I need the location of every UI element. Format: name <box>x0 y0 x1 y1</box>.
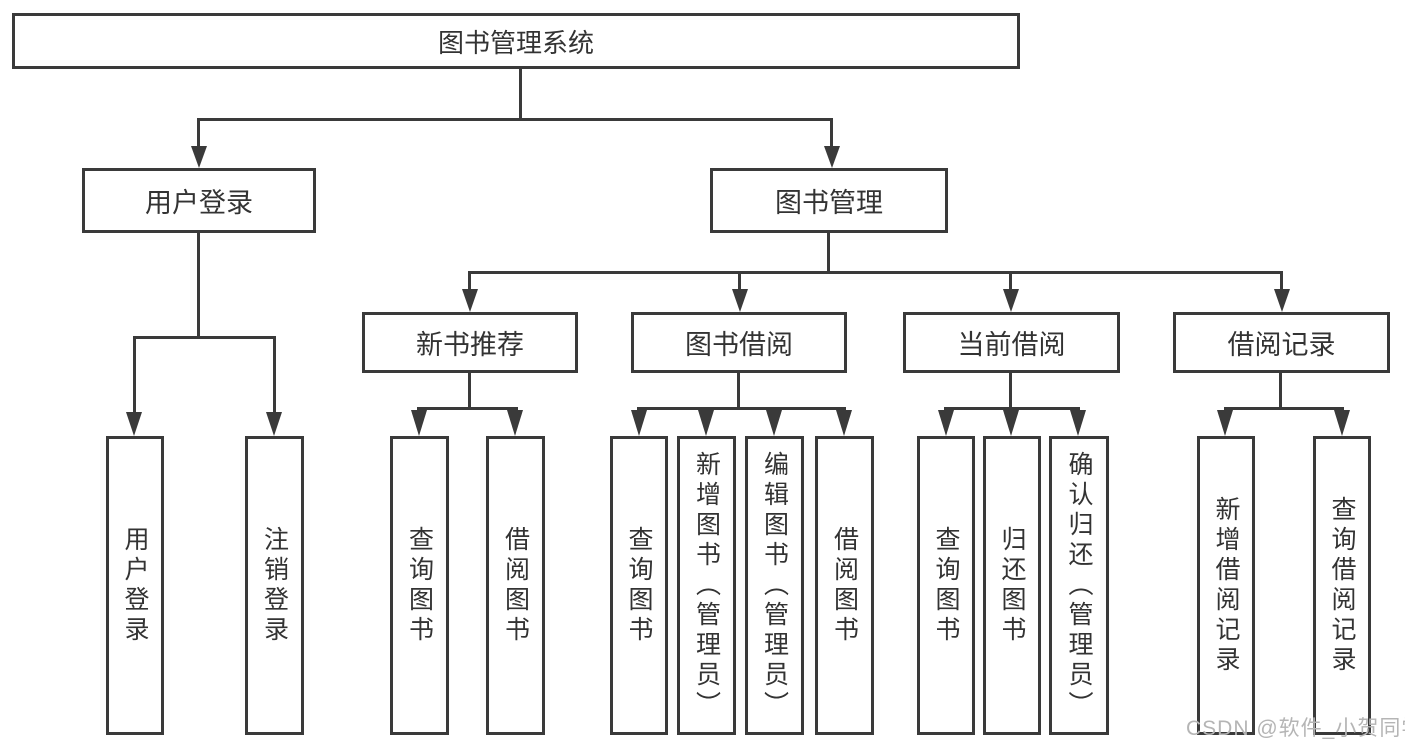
connector-line <box>1279 373 1282 407</box>
arrow-down-icon <box>266 412 282 436</box>
leaf-label: 新增图书（管理员） <box>692 450 721 721</box>
arrow-down-icon <box>1217 410 1233 436</box>
csdn-watermark: CSDN @软件_小贺同学 <box>1186 717 1405 740</box>
leaf-label: 查询图书 <box>932 525 960 646</box>
arrow-down-icon <box>1274 289 1290 312</box>
leaf-edit-book-admin: 编辑图书（管理员） <box>745 436 804 735</box>
leaf-borrow-books: 借阅图书 <box>486 436 545 735</box>
arrow-down-icon <box>1003 289 1019 312</box>
node-borrow-records: 借阅记录 <box>1173 312 1390 373</box>
arrow-down-icon <box>824 146 840 168</box>
connector-line <box>944 407 1080 410</box>
leaf-query-books: 查询图书 <box>390 436 449 735</box>
arrow-down-icon <box>1334 410 1350 436</box>
arrow-down-icon <box>411 410 427 436</box>
leaf-label: 注销登录 <box>260 525 289 646</box>
leaf-label: 借阅图书 <box>501 525 530 646</box>
node-new-book-recommend: 新书推荐 <box>362 312 578 373</box>
leaf-add-book-admin: 新增图书（管理员） <box>677 436 736 735</box>
leaf-logout: 注销登录 <box>245 436 304 735</box>
leaf-query-books: 查询图书 <box>917 436 975 735</box>
leaf-query-borrow-record: 查询借阅记录 <box>1313 436 1371 735</box>
connector-line <box>827 233 830 271</box>
node-library-system: 图书管理系统 <box>12 13 1020 69</box>
connector-line <box>637 407 846 410</box>
connector-line <box>519 69 522 118</box>
connector-line <box>133 336 276 339</box>
leaf-label: 新增借阅记录 <box>1212 495 1240 676</box>
leaf-label: 编辑图书（管理员） <box>760 450 789 721</box>
connector-line <box>468 274 471 290</box>
arrow-down-icon <box>1003 410 1019 436</box>
connector-line <box>1009 373 1012 407</box>
arrow-down-icon <box>1070 410 1086 436</box>
connector-line <box>417 407 518 410</box>
leaf-label: 查询借阅记录 <box>1328 495 1356 676</box>
node-book-borrowing: 图书借阅 <box>631 312 847 373</box>
leaf-query-books: 查询图书 <box>610 436 668 735</box>
arrow-down-icon <box>191 146 207 168</box>
connector-line <box>133 339 136 412</box>
arrow-down-icon <box>631 410 647 436</box>
connector-line <box>737 373 740 407</box>
arrow-down-icon <box>698 410 714 436</box>
connector-line <box>273 339 276 412</box>
leaf-label: 用户登录 <box>121 525 149 646</box>
connector-line <box>468 271 1283 274</box>
leaf-add-borrow-record: 新增借阅记录 <box>1197 436 1255 735</box>
connector-line <box>738 274 741 290</box>
leaf-confirm-return-admin: 确认归还（管理员） <box>1049 436 1109 735</box>
connector-line <box>1009 274 1012 290</box>
node-book-management: 图书管理 <box>710 168 948 233</box>
leaf-label: 归还图书 <box>998 525 1026 646</box>
connector-line <box>197 121 200 148</box>
arrow-down-icon <box>507 410 523 436</box>
arrow-down-icon <box>462 289 478 312</box>
connector-line <box>197 233 200 336</box>
connector-line <box>1224 407 1344 410</box>
connector-line <box>830 121 833 148</box>
connector-line <box>1280 274 1283 290</box>
node-user-login: 用户登录 <box>82 168 316 233</box>
leaf-user-login: 用户登录 <box>106 436 164 735</box>
arrow-down-icon <box>766 410 782 436</box>
node-current-borrowing: 当前借阅 <box>903 312 1120 373</box>
leaf-label: 查询图书 <box>625 525 653 646</box>
leaf-label: 查询图书 <box>405 525 434 646</box>
arrow-down-icon <box>732 289 748 312</box>
arrow-down-icon <box>938 410 954 436</box>
connector-line <box>468 373 471 407</box>
arrow-down-icon <box>126 412 142 436</box>
connector-line <box>197 118 833 121</box>
leaf-borrow-books: 借阅图书 <box>815 436 874 735</box>
leaf-return-books: 归还图书 <box>983 436 1041 735</box>
arrow-down-icon <box>836 410 852 436</box>
leaf-label: 确认归还（管理员） <box>1065 450 1093 721</box>
leaf-label: 借阅图书 <box>830 525 859 646</box>
